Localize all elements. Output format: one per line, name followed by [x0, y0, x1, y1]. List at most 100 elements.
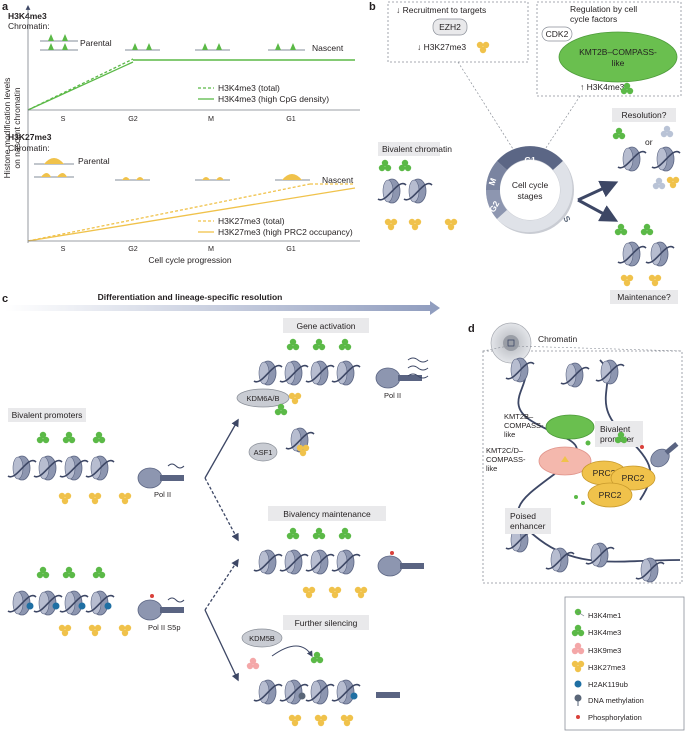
- bivalency-maintenance-label: Bivalency maintenance: [283, 509, 371, 519]
- maintenance-box: [610, 290, 678, 304]
- kmt2cd-line3: like: [486, 464, 497, 473]
- fs-methyl-1: [298, 692, 306, 700]
- d-pol2: [650, 441, 679, 468]
- kmt2b-ellipse: [558, 31, 678, 83]
- c1-yellow-2: [88, 492, 102, 505]
- c1-yellow-3: [118, 492, 132, 505]
- bottom-phase-s: S: [61, 244, 66, 253]
- d-h3k4me1-1: [585, 440, 591, 446]
- c2-yellow-2: [88, 624, 102, 637]
- bottom-phase-m: M: [208, 244, 214, 253]
- panel-a-top-title: H3K4me3: [8, 11, 47, 21]
- kdm5b-label: KDM5B: [249, 634, 275, 643]
- legend-box: [564, 596, 685, 731]
- ga-green-2: [312, 338, 326, 351]
- resolution-label: Resolution?: [622, 110, 667, 120]
- c2-pol2-icon: [137, 599, 185, 621]
- b-yellow-mark-2: [408, 218, 422, 231]
- kmt2cd-line1: KMT2C/D–: [486, 446, 524, 455]
- top-phase-m: M: [208, 114, 214, 123]
- panel-a-letter: a: [2, 1, 9, 13]
- c2-green-1: [36, 566, 50, 579]
- asf1-enzyme: [248, 442, 278, 462]
- arrow-to-silencing: [204, 609, 239, 682]
- poised-enhancer-box: [505, 508, 551, 534]
- asf1-label: ASF1: [254, 448, 273, 457]
- c2-yellow-1: [58, 624, 72, 637]
- ga-nuc-1: [253, 360, 283, 386]
- further-silencing-box: [283, 615, 369, 630]
- fs-yellow-1: [288, 714, 302, 727]
- bottom-nascent-label: Nascent: [322, 175, 354, 185]
- kmt2cd-line2: COMPASS-: [486, 455, 526, 464]
- bottom-legend-high: H3K27me3 (high PRC2 occupancy): [218, 227, 353, 237]
- b-nucleosome-1: [377, 178, 407, 204]
- panel-c-letter: c: [2, 293, 8, 305]
- res-green-mark: [612, 127, 626, 140]
- arrow-to-activation: [204, 418, 239, 479]
- maint-green-mark-2: [640, 223, 654, 236]
- res-grey-mark-top: [660, 125, 674, 138]
- bottom-phase-g1: G1: [286, 244, 296, 253]
- panel-a-bottom-chromatin: Chromatin:: [8, 143, 50, 153]
- bm-nuc-3: [305, 549, 335, 575]
- box1-mark: ↓ H3K27me3: [417, 42, 466, 52]
- kmt2cd-marker: [561, 456, 569, 462]
- legend-icon-dna-methylation: [574, 694, 582, 706]
- bivalent-chromatin-box: [378, 142, 440, 156]
- bivalent-promoters-label: Bivalent promoters: [12, 410, 83, 420]
- poised-enhancer-line2: enhancer: [510, 521, 546, 531]
- c1-pol2-icon: [137, 467, 185, 489]
- legend-label-h3k27me3: H3K27me3: [588, 663, 626, 672]
- poised-enhancer-line1: Poised: [510, 511, 536, 521]
- kdm6-label: KDM6A/B: [247, 394, 280, 403]
- fs-ub-1: [350, 692, 358, 700]
- bm-nuc-4: [331, 549, 361, 575]
- ezh2-label: EZH2: [439, 22, 461, 32]
- c2-pol2-label: Pol II S5p: [148, 623, 181, 632]
- cell-core: [503, 335, 519, 351]
- c1-transcript: [167, 463, 185, 469]
- bm-nuc-2: [279, 549, 309, 575]
- kmt2b-line2: COMPASS-: [504, 421, 544, 430]
- maint-nucleosome-2: [645, 241, 675, 267]
- ring-center-2: stages: [517, 191, 542, 201]
- legend: H3K4me1 H3K4me3 H3K9me3 H3K27me3 H2AK119…: [564, 596, 685, 731]
- arrow-to-maintenance-1: [204, 477, 239, 542]
- panel-a-top-chromatin: Chromatin:: [8, 21, 50, 31]
- gene-activation-label: Gene activation: [296, 321, 355, 331]
- ga-green-3: [338, 338, 352, 351]
- panel-b: b ↓ Recruitment to targets EZH2 ↓ H3K27m…: [369, 1, 682, 304]
- bottom-total-line: [27, 183, 311, 242]
- c2-phospho: [150, 594, 154, 598]
- c2-transcript: [167, 597, 185, 603]
- further-silencing-label: Further silencing: [295, 618, 358, 628]
- bm-yellow-3: [354, 586, 368, 599]
- kdm5b-enzyme: [241, 628, 283, 648]
- b-green-mark-1: [378, 159, 392, 172]
- box2-kmt-line1: KMT2B–COMPASS-: [579, 47, 657, 57]
- legend-label-dna-methylation: DNA methylation: [588, 696, 644, 705]
- prc2-1-label: PRC2: [593, 468, 616, 478]
- ga-green-1: [286, 338, 300, 351]
- kmt2b-line3: like: [504, 430, 515, 439]
- bottom-parental-track: [34, 158, 74, 178]
- ga-nuc-3: [305, 360, 335, 386]
- prc2-3: [587, 482, 633, 508]
- arrow-to-maintenance-2: [204, 558, 239, 611]
- c1-yellow-1: [58, 492, 72, 505]
- maintenance-arrow: [577, 198, 619, 222]
- bm-green-3: [338, 527, 352, 540]
- top-legend-high: H3K4me3 (high CpG density): [218, 94, 329, 104]
- cell-cycle-ring: Cell cycle stages G1 M G2 S: [486, 146, 574, 234]
- c2-green-3: [92, 566, 106, 579]
- c2-ub-2: [52, 602, 60, 610]
- prc2-2-label: PRC2: [622, 473, 645, 483]
- bottom-high-line: [27, 187, 356, 242]
- legend-icon-h2ak119ub: [574, 680, 582, 688]
- bm-yellow-2: [328, 586, 342, 599]
- ring-label-g1: G1: [524, 155, 536, 165]
- ga-transcripts: [407, 357, 429, 379]
- resolution-box: [612, 108, 676, 122]
- bm-yellow-1: [302, 586, 316, 599]
